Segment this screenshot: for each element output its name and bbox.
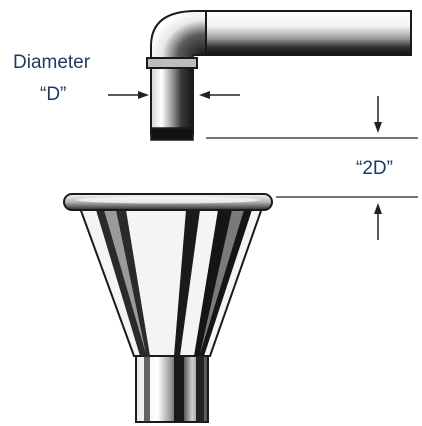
air-gap-pipe-icon [146, 10, 412, 141]
diameter-symbol-label: “D” [40, 84, 66, 105]
diameter-word-label: Diameter [13, 52, 91, 73]
pipe-horizontal-run [195, 10, 412, 56]
gap-down-arrow [374, 96, 382, 133]
pipe-vertical-drop [150, 57, 194, 135]
diameter-right-arrow [199, 91, 240, 99]
pipe-collar [146, 57, 198, 69]
gap-2d-label: “2D” [356, 158, 393, 179]
pipe-outlet [150, 127, 194, 141]
diameter-left-arrow [108, 91, 149, 99]
funnel-receptor-icon [63, 193, 273, 423]
gap-up-arrow [374, 203, 382, 240]
pipe-elbow [150, 10, 207, 59]
